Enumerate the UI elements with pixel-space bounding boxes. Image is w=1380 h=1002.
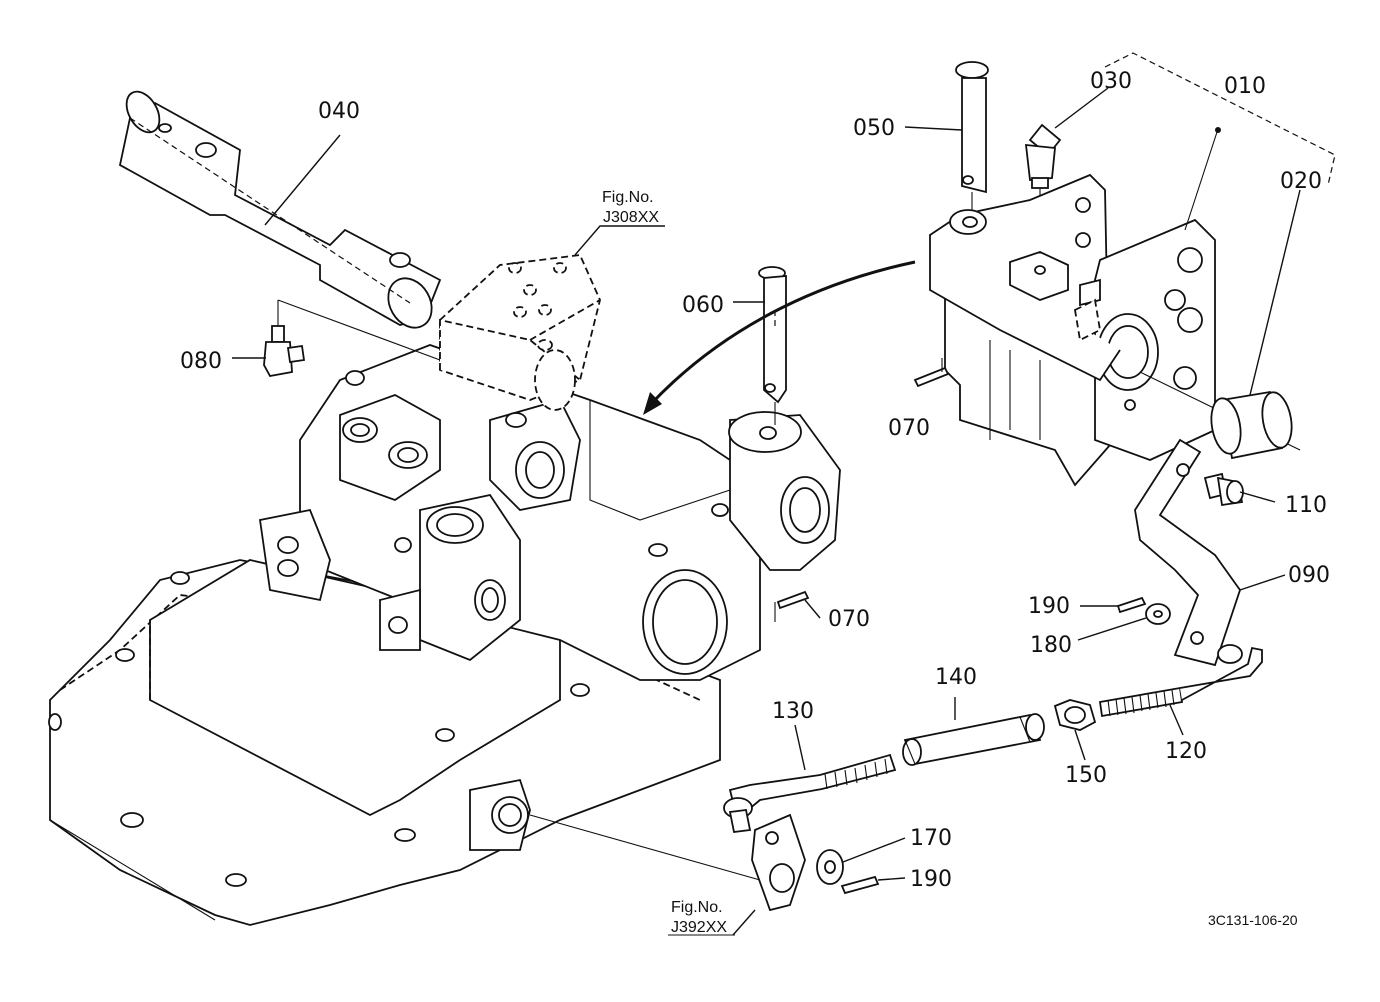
fig-ref-j392-line2: J392XX — [671, 919, 727, 936]
fitting-080 — [263, 299, 441, 378]
group-bracket-010 — [1104, 52, 1336, 186]
figure-reference-j392: Fig.No. J392XX — [668, 899, 735, 936]
cotter-070-lower — [774, 590, 810, 622]
shaft-040 — [118, 90, 442, 329]
label-040: 040 — [318, 99, 360, 124]
nut-150 — [1053, 699, 1097, 731]
label-150: 150 — [1065, 763, 1107, 788]
label-190-upper: 190 — [1028, 594, 1070, 619]
bushing-020 — [1210, 390, 1293, 460]
label-070-upper: 070 — [888, 416, 930, 441]
bracket-090 — [1134, 438, 1241, 667]
washer-180 — [1145, 603, 1171, 625]
cotter-190-upper — [1116, 596, 1147, 614]
lever-j392 — [529, 813, 806, 912]
label-010: 010 — [1224, 74, 1266, 99]
label-080: 080 — [180, 349, 222, 374]
pin-060 — [758, 266, 787, 425]
label-130: 130 — [772, 699, 814, 724]
bolt-110 — [1203, 472, 1244, 507]
turnbuckle-140 — [902, 713, 1045, 766]
hydraulic-housing — [48, 254, 841, 926]
fig-ref-j392-line1: Fig.No. — [671, 899, 723, 916]
label-060: 060 — [682, 293, 724, 318]
fig-ref-j308-line2: J308XX — [603, 209, 659, 226]
washer-170 — [816, 849, 844, 885]
fig-ref-j308-line1: Fig.No. — [602, 189, 654, 206]
rod-120 — [1098, 644, 1263, 718]
figure-reference-j308: Fig.No. J308XX — [602, 189, 659, 226]
part-labels: 010 020 030 040 050 060 070 070 080 090 … — [180, 69, 1330, 892]
pin-050 — [955, 61, 989, 220]
leader-lines — [232, 87, 1301, 936]
rod-130 — [723, 753, 897, 833]
label-110: 110 — [1285, 493, 1327, 518]
label-170: 170 — [910, 826, 952, 851]
label-050: 050 — [853, 116, 895, 141]
fitting-030 — [1024, 123, 1062, 262]
drawing-code: 3C131-106-20 — [1208, 912, 1298, 928]
label-030: 030 — [1090, 69, 1132, 94]
label-140: 140 — [935, 665, 977, 690]
label-020: 020 — [1280, 169, 1322, 194]
label-070-lower: 070 — [828, 607, 870, 632]
label-180: 180 — [1030, 633, 1072, 658]
cotter-190-lower — [840, 875, 880, 895]
assembly-arrow — [643, 260, 916, 415]
label-090: 090 — [1288, 563, 1330, 588]
label-120: 120 — [1165, 739, 1207, 764]
cotter-070-upper — [913, 358, 950, 388]
label-190-lower: 190 — [910, 867, 952, 892]
